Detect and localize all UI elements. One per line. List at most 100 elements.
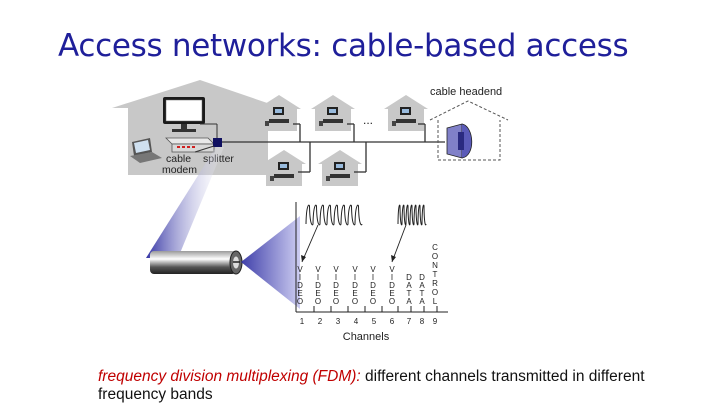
channel-letter: R <box>432 279 438 288</box>
fdm-term: frequency division multiplexing (FDM): <box>98 368 361 385</box>
channel-letter: O <box>352 297 358 306</box>
house-1 <box>257 95 301 131</box>
slide-title: Access networks: cable-based access <box>58 28 629 64</box>
channel-letter: E <box>370 289 375 298</box>
channel-letter: I <box>391 273 393 282</box>
splitter-icon <box>213 138 222 147</box>
channel-letter: T <box>407 289 412 298</box>
channel-letter: A <box>406 281 412 290</box>
channel-letter: D <box>406 273 412 282</box>
channel-letter: D <box>297 281 303 290</box>
channel-letter: I <box>335 273 337 282</box>
house-4 <box>262 150 306 186</box>
channel-letter: O <box>333 297 339 306</box>
channel-letter: E <box>352 289 357 298</box>
channel-letter: E <box>333 289 338 298</box>
fdm-caption: frequency division multiplexing (FDM): d… <box>98 368 678 404</box>
channel-letter: D <box>315 281 321 290</box>
waveform-path <box>397 204 427 226</box>
arrow-ch1 <box>301 224 319 263</box>
channel-number: 7 <box>407 317 412 326</box>
channel-6: V I D E O <box>389 265 395 306</box>
channel-letter: N <box>432 261 438 270</box>
channel-letter: E <box>389 289 394 298</box>
channel-letter: O <box>389 297 395 306</box>
channel-letter: E <box>297 289 302 298</box>
waveform-path <box>305 204 363 226</box>
channel-number: 6 <box>390 317 395 326</box>
channel-letter: I <box>299 273 301 282</box>
cable-modem-icon <box>165 137 215 153</box>
channel-letter: V <box>352 265 358 274</box>
channel-letter: I <box>372 273 374 282</box>
channel-3: V I D E O <box>333 265 339 306</box>
modem-label: modem <box>162 164 197 176</box>
channel-8: D A T A <box>419 273 425 306</box>
distribution-cable <box>250 123 445 173</box>
channel-letter: C <box>432 243 438 252</box>
ellipsis-label: ... <box>363 113 373 127</box>
channel-letter: O <box>370 297 376 306</box>
channel-numbers: 1 2 3 4 5 6 7 8 9 <box>300 317 438 326</box>
channel-letter: I <box>317 273 319 282</box>
house-3 <box>384 95 428 131</box>
channel-letter: V <box>297 265 303 274</box>
channel-letter: O <box>432 252 438 261</box>
cable-label: cable <box>166 153 191 165</box>
channel-number: 3 <box>336 317 341 326</box>
channel-letter: D <box>370 281 376 290</box>
channel-letter: D <box>352 281 358 290</box>
channel-letter: I <box>354 273 356 282</box>
channel-letter: V <box>389 265 395 274</box>
channel-letter: D <box>419 273 425 282</box>
house-5 <box>318 150 362 186</box>
channel-letter: L <box>433 297 438 306</box>
channel-number: 5 <box>372 317 377 326</box>
channel-letter: O <box>297 297 303 306</box>
channels-axis-label: Channels <box>343 331 390 343</box>
neighbor-houses: ... <box>257 95 428 186</box>
channel-1: V I D E O <box>297 265 303 306</box>
laptop-icon <box>130 138 162 163</box>
channel-letter: A <box>419 297 425 306</box>
coax-cable-icon <box>150 216 300 309</box>
arrow-ch6 <box>391 224 407 263</box>
channel-number: 8 <box>420 317 425 326</box>
channel-number: 2 <box>318 317 323 326</box>
channel-letter: V <box>370 265 376 274</box>
channel-number: 4 <box>354 317 359 326</box>
channel-2: V I D E O <box>315 265 321 306</box>
channel-letter: O <box>315 297 321 306</box>
axis-ticks <box>313 306 438 312</box>
fdm-description: different channels transmitted in differ… <box>98 368 645 403</box>
channel-letter: D <box>389 281 395 290</box>
channel-letter: V <box>315 265 321 274</box>
channel-letter: A <box>406 297 412 306</box>
channel-letter: V <box>333 265 339 274</box>
channel-letter: T <box>433 270 438 279</box>
channel-letter: E <box>315 289 320 298</box>
channel-4: V I D E O <box>352 265 358 306</box>
channel-7: D A T A <box>406 273 412 306</box>
channel-letter: O <box>432 288 438 297</box>
channel-letter: A <box>419 281 425 290</box>
channel-9: C O N T R O L <box>432 243 438 306</box>
channel-number: 9 <box>433 317 438 326</box>
channel-5: V I D E O <box>370 265 376 306</box>
channel-letter: T <box>420 289 425 298</box>
channel-letter: D <box>333 281 339 290</box>
cable-headend-label: cable headend <box>430 86 502 98</box>
home-house: cable modem splitter <box>112 80 282 176</box>
waveform-low-frequency <box>305 204 363 226</box>
channel-letters: V I D E O V I D E O V I D E <box>297 243 438 306</box>
headend-dish-icon <box>446 123 473 159</box>
house-2 <box>311 95 355 131</box>
monitor-icon <box>163 97 205 132</box>
channel-number: 1 <box>300 317 305 326</box>
zoom-beam <box>146 147 224 258</box>
waveform-high-frequency <box>397 204 427 226</box>
fdm-spectrum: V I D E O V I D E O V I D E <box>295 202 448 343</box>
cable-headend: cable headend <box>429 86 509 161</box>
